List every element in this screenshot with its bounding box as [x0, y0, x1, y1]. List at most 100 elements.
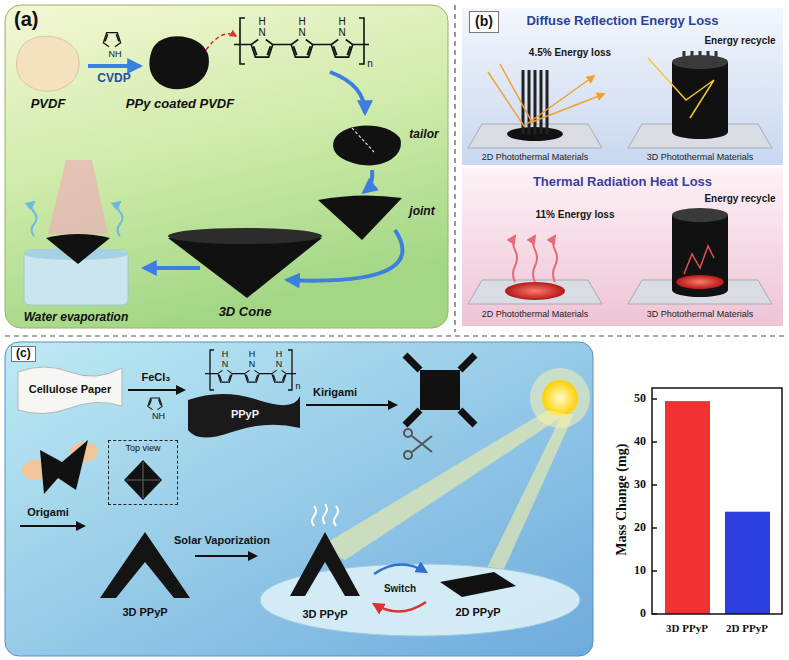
scissors [404, 429, 432, 459]
3d-ppyp-floating [290, 532, 360, 596]
origami-hands [40, 440, 88, 494]
reaction-arrow [128, 389, 184, 391]
band-title: Thermal Radiation Heat Loss [533, 175, 712, 190]
pyrrole-monomer [103, 33, 120, 47]
category-label: 2D PPyP [726, 622, 768, 634]
polypyrrole-structure [205, 350, 296, 390]
sun [318, 368, 590, 578]
kirigami-cross [405, 355, 475, 425]
3d-material-radiation [684, 246, 714, 274]
jointed-sector [318, 195, 402, 240]
2d-material-reflection [500, 64, 604, 122]
process-arrow [88, 64, 140, 68]
atom-label: N [222, 360, 229, 369]
tick-label: 50 [634, 392, 646, 405]
scissors [412, 436, 432, 452]
annotation-label: Switch [384, 583, 416, 594]
atom-label: H [338, 17, 345, 27]
kirigami-arrow [306, 405, 396, 406]
flow-arrow [364, 170, 372, 192]
atom-label: n [367, 59, 373, 69]
jointed-sector [318, 195, 402, 240]
3d-material-reflection [672, 55, 728, 69]
tick-label: 0 [640, 607, 646, 620]
reaction-arrow [148, 398, 162, 410]
top-view-sketch [126, 462, 160, 498]
sun [484, 414, 574, 578]
axis-title: Mass Change (mg) [614, 444, 629, 556]
polypyrrole-structure [331, 40, 353, 58]
3d-material-radiation [672, 208, 728, 222]
annotation-label: 4.5% Energy loss [529, 47, 611, 58]
bar-chart [652, 399, 657, 614]
band-title: Diffuse Reflection Energy Loss [526, 14, 718, 29]
step-label: 2D PPyP [455, 606, 500, 618]
reflection-band: Diffuse Reflection Energy Loss [462, 8, 783, 165]
category-label: 3D PPyP [666, 622, 708, 634]
panel-letter: (c) [11, 346, 36, 362]
step-label: PVDF [31, 97, 66, 111]
3d-ppyp-floating [290, 504, 360, 596]
step-label: FeCl₃ [142, 371, 171, 383]
atom-label: H [249, 350, 256, 359]
panel-ground [5, 342, 593, 656]
tailored-membrane [333, 125, 401, 165]
2d-ppyp-sheet [440, 572, 516, 597]
bar-chart [725, 512, 770, 614]
polypyrrole-structure [291, 40, 313, 58]
panel-ground [462, 168, 783, 326]
top-view-sketch [124, 460, 162, 500]
flow-arrow [330, 72, 365, 113]
evaporation-beaker [32, 202, 37, 236]
panel-ground [462, 8, 783, 165]
kirigami-cross [420, 370, 460, 410]
annotation-label: Energy recycle [704, 193, 775, 204]
ppy-paper [188, 394, 300, 438]
vaporization-arrow [195, 556, 256, 557]
3d-material-reflection [672, 62, 728, 132]
tick-label: 10 [634, 564, 646, 577]
panel-letter: (b) [469, 11, 499, 32]
material-label: 2D Photothermal Materials [482, 153, 589, 163]
material-label: 3D Photothermal Materials [647, 153, 754, 163]
zoom-arrow [206, 34, 236, 50]
kirigami-cross [405, 355, 475, 425]
top-view-sketch [124, 460, 162, 500]
radiation-band: Thermal Radiation Heat Loss [462, 168, 783, 326]
step-label: joint [409, 205, 434, 218]
zoom-arrow [206, 34, 236, 50]
tick-label: 40 [634, 435, 646, 448]
step-label: Water evaporation [24, 311, 128, 324]
cellulose-paper [18, 367, 122, 414]
3d-material-reflection [628, 51, 772, 148]
3d-material-radiation [672, 215, 728, 290]
process-arrow [88, 66, 140, 67]
panel-letter: (a) [14, 8, 38, 31]
polypyrrole-structure [218, 370, 232, 382]
2d-material-radiation [513, 236, 517, 282]
flow-arrow [144, 266, 200, 270]
evaporation-beaker [46, 234, 110, 264]
ppy-membrane [149, 36, 209, 89]
2d-material-radiation [533, 236, 537, 282]
dashed-separator [5, 335, 784, 336]
tailored-membrane [333, 125, 401, 165]
dashed-separator [454, 5, 455, 332]
bar-chart [652, 388, 782, 614]
3d-material-reflection [628, 124, 772, 148]
panel-a: (a) [5, 5, 448, 328]
atom-label: H [222, 350, 229, 359]
step-label: PPy coated PVDF [126, 97, 234, 111]
ppy-membrane [149, 36, 209, 89]
kirigami-arrow [306, 404, 396, 406]
top-view-box: Top view [108, 440, 178, 505]
atom-label: N [298, 28, 305, 38]
ppy-paper [188, 394, 300, 438]
polypyrrole-structure [240, 18, 364, 64]
3d-cone [168, 228, 322, 244]
evaporation-beaker [118, 202, 123, 236]
scissors [404, 451, 412, 459]
step-label: Solar Vaporization [174, 534, 270, 546]
